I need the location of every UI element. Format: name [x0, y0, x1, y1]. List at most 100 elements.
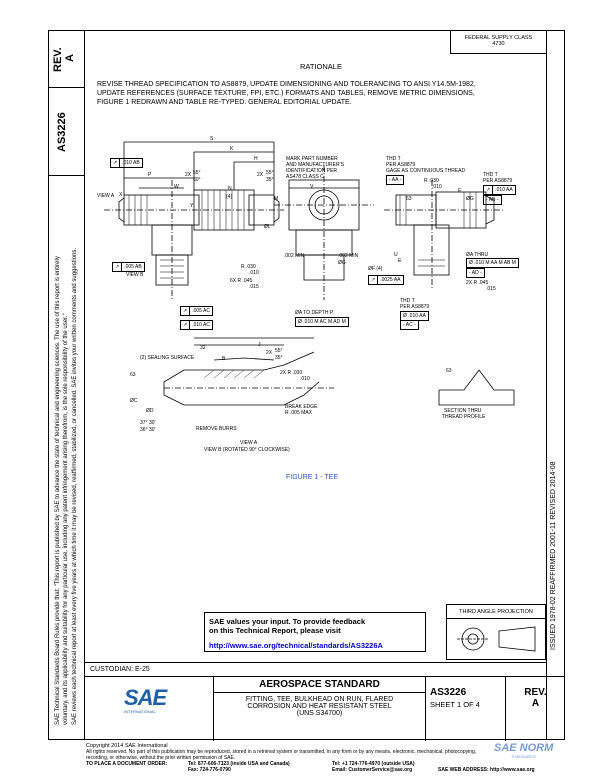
dim-n4: (4) [226, 194, 233, 200]
thru-fcf: Ø .010 M AA M AB M [466, 258, 519, 268]
ang-37: 37° 30' [140, 420, 156, 426]
watermark-text: SAE NORM [494, 742, 554, 754]
fcf-010-ac: ↗.010 AC [180, 320, 213, 330]
copyright: Copyright 2014 SAE International [86, 743, 168, 749]
mark-part-2: AND MANUFACTURER'S [286, 162, 344, 168]
web-address[interactable]: SAE WEB ADDRESS: http://www.sae.org [438, 767, 535, 773]
thd-t-r2: PER AS8879 [483, 178, 513, 184]
supply-class-box: FEDERAL SUPPLY CLASS 4730 [450, 30, 546, 54]
datum-ad-text: - AD - [469, 270, 482, 276]
thru-fcf-text: Ø .010 M AA M AB M [469, 260, 516, 266]
rev-cell: REV. A [506, 677, 565, 741]
r-63-b: 63 [130, 372, 136, 378]
right-margin-strip [546, 30, 565, 740]
dim-m: M [274, 196, 279, 202]
projection-box: THIRD ANGLE PROJECTION [446, 604, 546, 660]
side-doc-number: AS3226 [56, 112, 68, 152]
logo-cell: SAE INTERNATIONAL [84, 677, 214, 741]
sae-logo-text: SAE [124, 685, 167, 710]
supply-class-line2: 4730 [492, 41, 505, 47]
depth-fcf-text: Ø .010 M AC M AD M [298, 319, 346, 325]
r-030-a: R .030 [241, 264, 256, 270]
custodian-row: CUSTODIAN: E-25 [84, 662, 546, 676]
r-010-a: .010 [249, 270, 259, 276]
title-doc-number: AS3226 [430, 687, 467, 698]
datum-ab: - AB - [483, 195, 502, 205]
thd-t-2: PER AS8879 [386, 162, 416, 168]
ang-36: 36° 30' [140, 427, 156, 433]
watermark-sub: STANDARDS [511, 754, 536, 759]
title-rev-label: REV. [524, 687, 547, 698]
mark-part-1: MARK PART NUMBER [286, 156, 338, 162]
datum-aa-top-text: - AA - [389, 177, 402, 183]
break-edge-1: BREAK EDGE [285, 404, 318, 410]
ang-55-c: 55° [275, 348, 283, 354]
dim-e-2: E [398, 258, 402, 264]
view-a-label: VIEW A [97, 193, 115, 199]
feedback-link[interactable]: http://www.sae.org/technical/standards/A… [209, 641, 383, 650]
projection-symbol [457, 626, 536, 652]
thd-t-r1: THD T [483, 172, 498, 178]
fcf-010-ab-text: .010 AB [122, 160, 140, 166]
dim-v: V [310, 184, 314, 190]
r-030-b: R .030 [424, 178, 439, 184]
order-label: TO PLACE A DOCUMENT ORDER: [86, 761, 168, 767]
dim-u: U [394, 252, 398, 258]
ang-2x-c: 2X [266, 350, 273, 356]
dim-x: X [119, 192, 123, 198]
r-2x-030: 2X R .030 [280, 370, 303, 376]
legal-text-2: voluntary, and its applicability and sui… [63, 313, 69, 725]
rev-box [48, 30, 85, 88]
dim-w: W [174, 184, 179, 190]
email[interactable]: Email: CustomerService@sae.org [332, 767, 413, 773]
min-002: .002 MIN [284, 253, 305, 259]
r-2x-045: 2X R .045 [466, 280, 489, 286]
title-block: SAE INTERNATIONAL AEROSPACE STANDARD FIT… [84, 676, 565, 741]
ang-30: 30° [193, 177, 201, 183]
datum-ac: - AC - [400, 320, 419, 330]
figure-caption: FIGURE 1 - TEE [286, 474, 338, 481]
dim-p: P [148, 172, 152, 178]
thread-profile: THREAD PROFILE [442, 414, 486, 420]
fax: Fax: 724-776-0790 [188, 767, 231, 773]
ang-30-b: 35° [266, 177, 274, 183]
view-b-rotated: VIEW B (ROTATED 90° CLOCKWISE) [204, 447, 290, 453]
feedback-box: SAE values your input. To provide feedba… [204, 612, 426, 652]
sae-logo-sub: INTERNATIONAL [124, 709, 156, 714]
sealing-surface: (2) SEALING SURFACE [140, 355, 195, 361]
rationale-line2: UPDATE REFERENCES (SURFACE TEXTURE, FPI,… [97, 90, 475, 97]
fcf-010-ab: ↗.010 AB [110, 158, 143, 168]
rationale-line1: REVISE THREAD SPECIFICATION TO AS8879, U… [97, 81, 476, 88]
drawing-frame [84, 30, 565, 740]
custodian: CUSTODIAN: E-25 [90, 666, 150, 673]
fcf-010-aa-right: ↗.010 AA [483, 185, 516, 195]
title-cell: AEROSPACE STANDARD FITTING, TEE, BULKHEA… [214, 677, 426, 741]
feedback-line2: on this Technical Report, please visit [209, 626, 341, 635]
datum-aa-top: - AA - [386, 175, 405, 185]
thd-t-b1: THD T [400, 298, 415, 304]
title-line1: FITTING, TEE, BULKHEAD ON RUN, FLARED [245, 696, 394, 703]
ang-55-b: 55° [266, 170, 274, 176]
fcf-005-ac: ↗.005 AC [180, 306, 213, 316]
title-line2: CORROSION AND HEAT RESISTANT STEEL [247, 703, 392, 710]
ang-55: 55° [193, 170, 201, 176]
docnum-cell: AS3226 SHEET 1 OF 4 [426, 677, 506, 741]
rev-label: REV. [52, 47, 64, 72]
dim-s: S [210, 136, 214, 142]
title-rev-value: A [531, 698, 540, 709]
tel-1: Tel: 877-606-7323 (inside USA and Canada… [188, 761, 290, 767]
datum-ac-text: - AC - [403, 322, 416, 328]
thd-t-3: GAGE AS CONTINUOUS THREAD [386, 168, 466, 174]
dim-j: J [258, 342, 261, 348]
projection-label: THIRD ANGLE PROJECTION [447, 609, 545, 619]
section-thru: SECTION THRU [444, 408, 482, 414]
fcf-0025-aa: ↗.0025 AA [368, 275, 404, 285]
datum-ad: - AD - [466, 268, 485, 278]
r-010-b: .010 [432, 184, 442, 190]
remove-burrs: REMOVE BURRS [196, 426, 237, 432]
docnum-box [48, 88, 85, 176]
rights-2: recording, or otherwise, without the pri… [86, 755, 236, 761]
supply-class-line1: FEDERAL SUPPLY CLASS [464, 35, 533, 41]
fcf-005-ac-text: .005 AC [192, 308, 210, 314]
dim-b: B [222, 356, 226, 362]
